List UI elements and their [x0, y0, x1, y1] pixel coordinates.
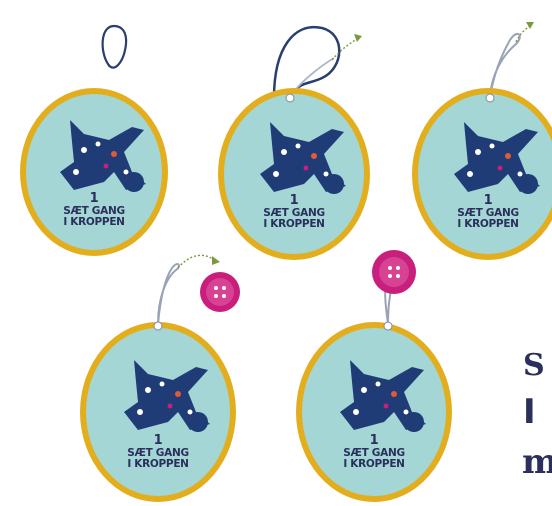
tag-4-caption: 1 SÆT GANG I KROPPEN	[74, 434, 242, 470]
tag-number: 1	[280, 434, 468, 448]
tag-5-caption: 1 SÆT GANG I KROPPEN	[280, 434, 468, 470]
tag-2: 1 SÆT GANG I KROPPEN	[214, 8, 380, 258]
tag-1: 1 SÆT GANG I KROPPEN	[14, 22, 174, 256]
tag-line-2: I KROPPEN	[280, 459, 468, 470]
tag-4: 1 SÆT GANG I KROPPEN	[74, 248, 264, 506]
tag-line-2: I KROPPEN	[214, 219, 374, 230]
tag-number: 1	[214, 194, 374, 208]
tag-line-1: SÆT GANG	[74, 448, 242, 459]
tag-line-1: SÆT GANG	[14, 206, 174, 217]
tag-line-2: I KROPPEN	[74, 459, 242, 470]
side-letter-2: I	[523, 392, 536, 432]
tag-2-caption: 1 SÆT GANG I KROPPEN	[214, 194, 374, 230]
side-letter-1: S	[523, 348, 545, 383]
tag-1-caption: 1 SÆT GANG I KROPPEN	[14, 192, 174, 228]
tag-3-caption: 1 SÆT GANG I KROPPEN	[406, 194, 552, 230]
tag-line-1: SÆT GANG	[214, 208, 374, 219]
tag-3: 1 SÆT GANG I KROPPEN	[406, 4, 552, 260]
tag-line-2: I KROPPEN	[406, 219, 552, 230]
tag-line-1: SÆT GANG	[280, 448, 468, 459]
side-letter-3: m	[522, 442, 552, 482]
tag-line-2: I KROPPEN	[14, 217, 174, 228]
tag-number: 1	[406, 194, 552, 208]
tag-5: 1 SÆT GANG I KROPPEN	[280, 248, 456, 506]
tag-line-1: SÆT GANG	[406, 208, 552, 219]
tag-number: 1	[14, 192, 174, 206]
tag-number: 1	[74, 434, 242, 448]
